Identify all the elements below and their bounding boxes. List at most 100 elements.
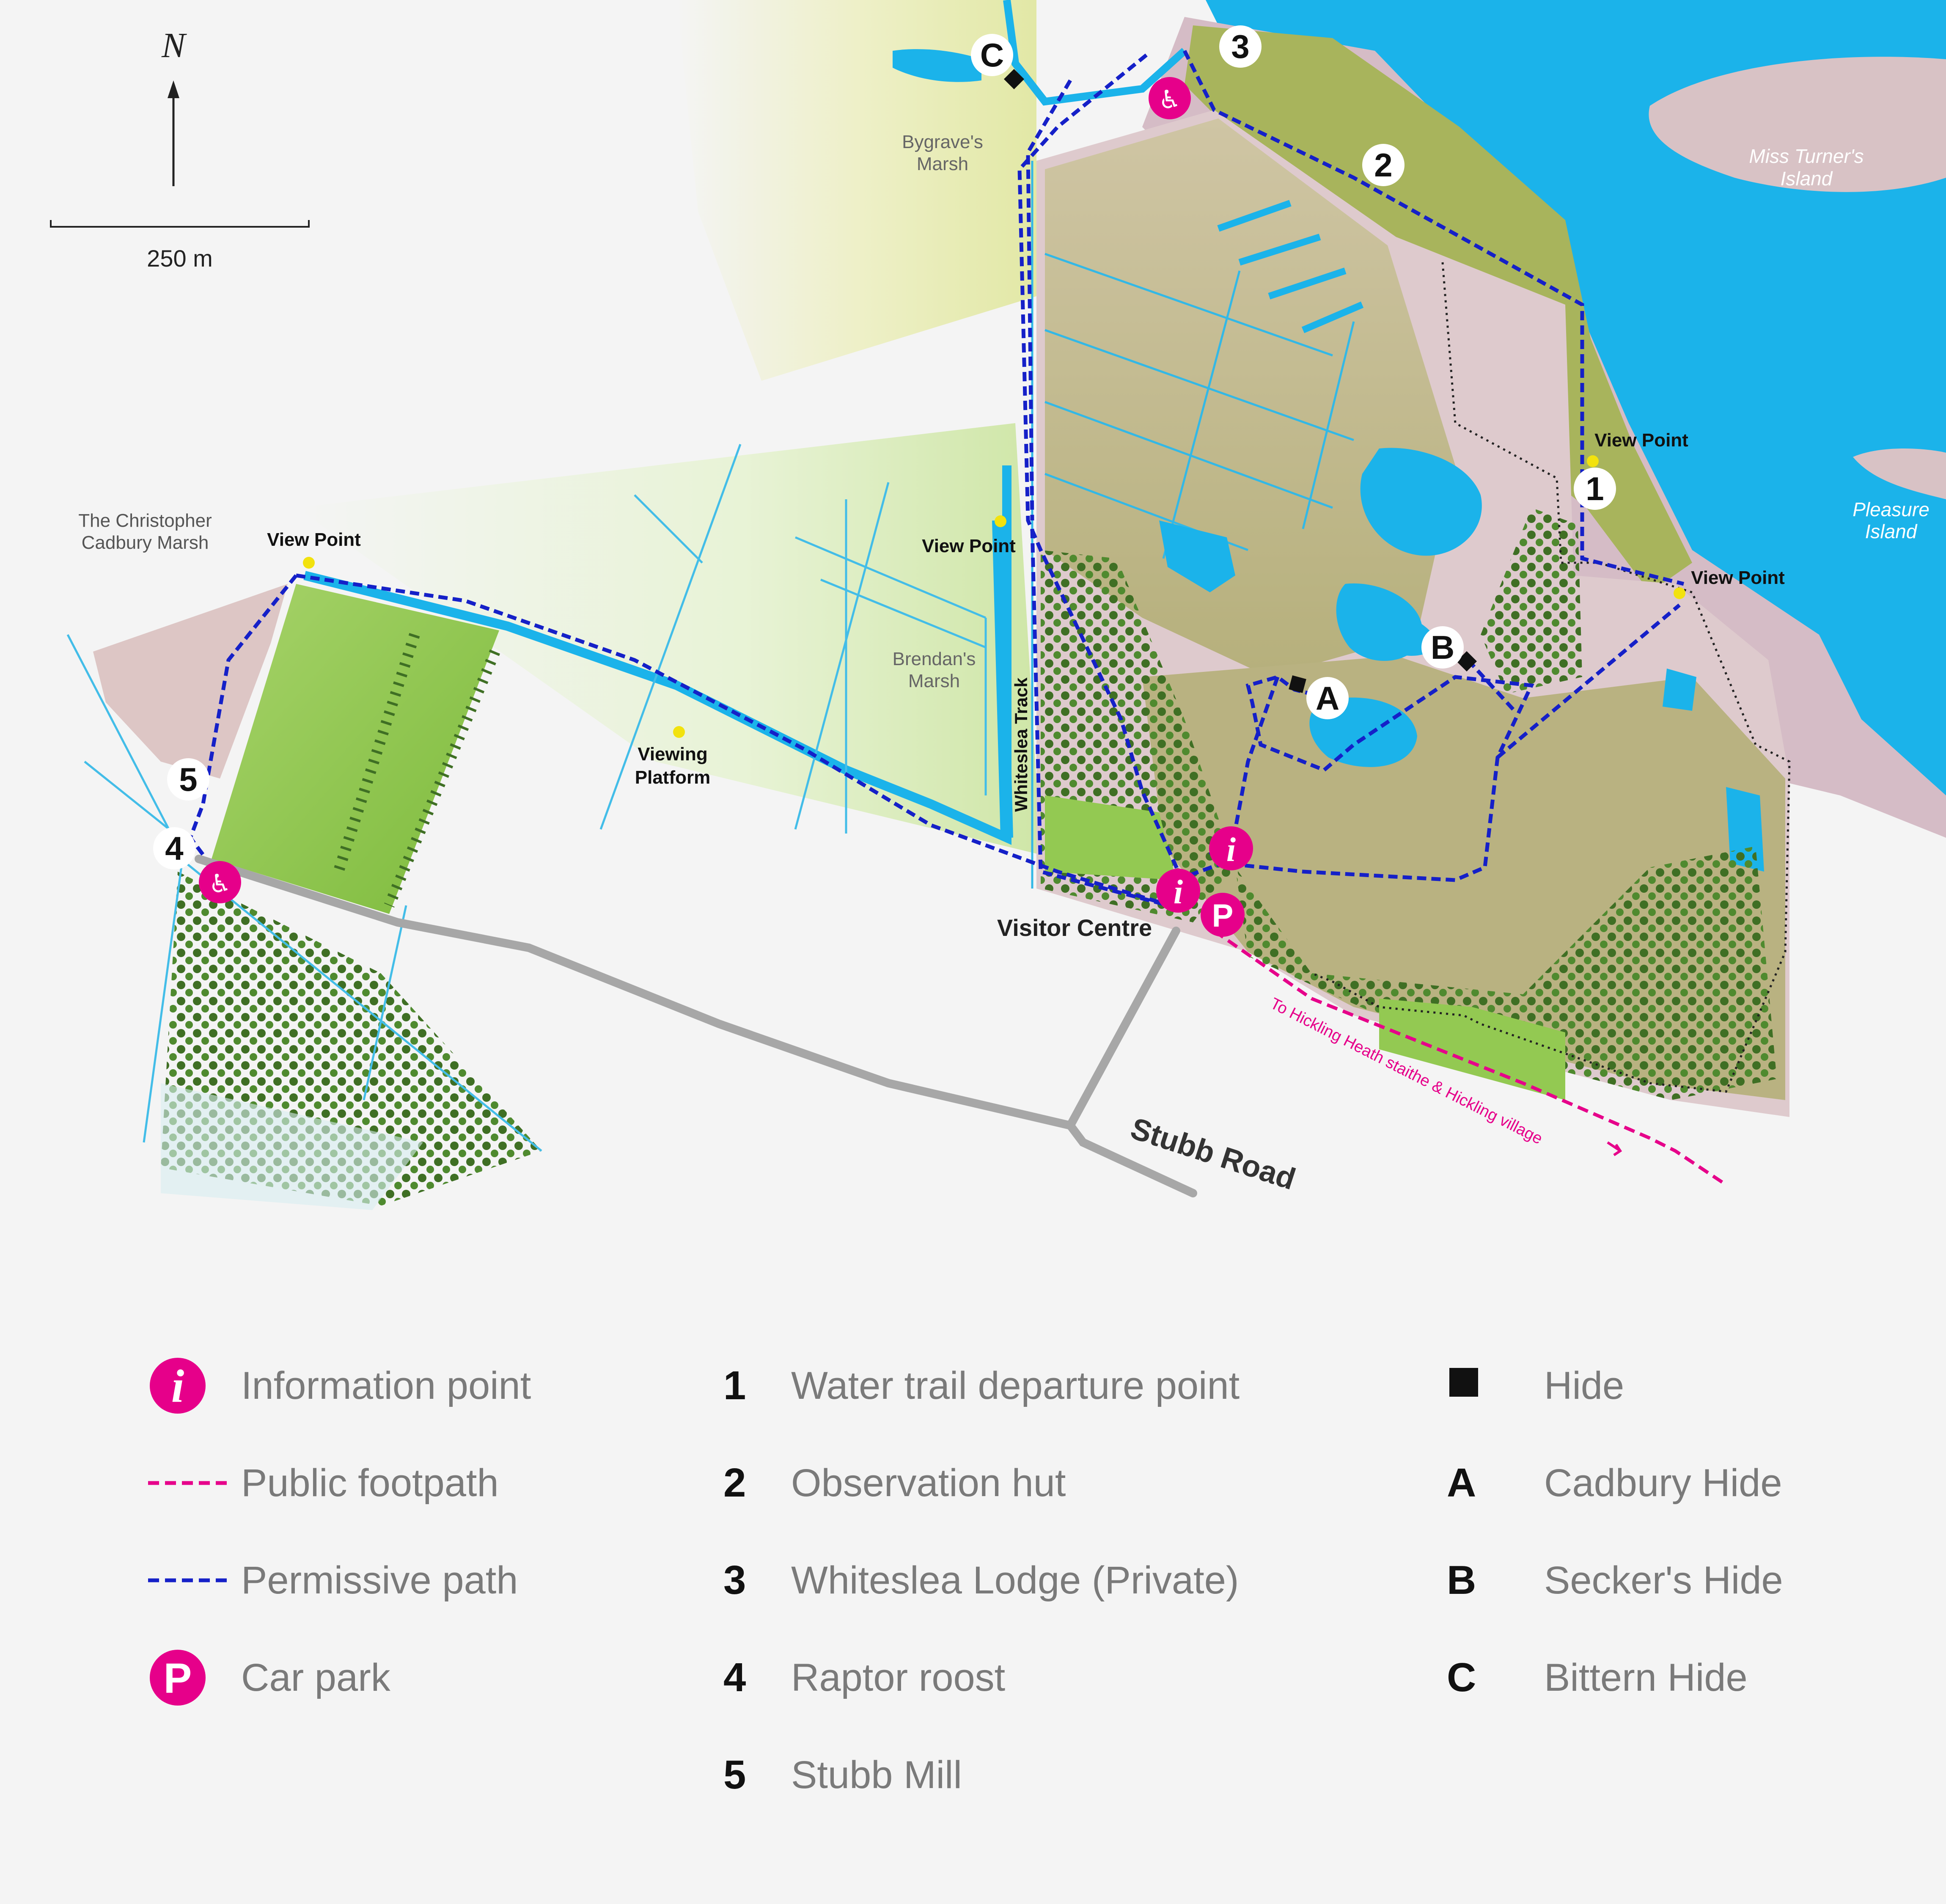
brendans-dykes [599,444,987,834]
legend-item-4: 4 Raptor roost [723,1646,1005,1709]
legend-item-5: 5 Stubb Mill [723,1743,962,1807]
stubb-road-label: Stubb Road [1127,1112,1300,1197]
miss-turners-label-2: Island [1781,168,1833,190]
info-icon: i [1174,874,1183,911]
christopher-marsh-label-1: The Christopher [78,510,212,531]
marker-1[interactable]: 1 [1574,468,1616,510]
hide-marker-c[interactable]: C [971,34,1013,76]
viewing-platform-label-2: Platform [635,767,710,788]
reserve-map: N 250 m Miss Turner's Island Pleasure Is… [50,0,1946,1210]
legend-item-hide-b: B Secker's Hide [1447,1549,1783,1612]
footpath-arrow [1607,1141,1622,1156]
yellow-marsh-bg [677,0,1036,381]
view-point-west-label: View Point [267,529,361,550]
legend-label-hide: Hide [1544,1364,1624,1407]
hide-marker-a[interactable]: A [1306,677,1349,719]
legend-sym-c: C [1447,1655,1476,1700]
info-marker-lower[interactable]: i [1156,869,1200,913]
legend-item-permissive-path: Permissive path [148,1549,518,1612]
legend-item-info: i Information point [148,1354,531,1417]
hide-marker-b[interactable]: B [1421,626,1464,669]
legend-label-2: Observation hut [791,1461,1066,1505]
visitor-centre-label: Visitor Centre [997,914,1152,941]
western-dykes [66,634,542,1152]
bygrave-water [893,49,981,82]
marker-4[interactable]: 4 [153,827,195,869]
marker-3[interactable]: 3 [1219,25,1262,68]
svg-text:2: 2 [1374,146,1392,184]
meadow-visitor [1045,795,1176,880]
wheelchair-marker-west[interactable]: ♿ [199,861,241,903]
car-park-icon: P [1212,898,1234,934]
woodland-south [1235,846,1777,1100]
brendans-marsh-bg [296,423,1041,855]
svg-text:B: B [1431,629,1454,666]
compass: N [161,26,187,186]
christopher-marsh-label-2: Cadbury Marsh [82,532,209,553]
brendans-marsh-label-2: Marsh [908,671,960,691]
viewing-platform-label-1: Viewing [638,744,707,765]
marker-2[interactable]: 2 [1362,144,1405,186]
reserve-boundary-dotted [1311,262,1791,1093]
legend-item-hide-a: A Cadbury Hide [1447,1451,1782,1515]
view-point-middle-label: View Point [922,536,1016,556]
car-park-marker[interactable]: P [1201,893,1245,937]
info-icon: i [150,1358,206,1414]
info-icon: i [1226,831,1236,869]
meadow-south [1379,999,1565,1100]
miss-turners-label-1: Miss Turner's [1749,145,1864,167]
legend-item-1: 1 Water trail departure point [723,1354,1240,1417]
wheelchair-icon: ♿ [1158,85,1181,115]
svg-text:4: 4 [165,830,183,867]
whiteslea-track-label: Whiteslea Track [1011,677,1031,812]
svg-text:C: C [980,36,1004,74]
legend-label-1: Water trail departure point [791,1364,1240,1407]
legend-sym-b: B [1447,1557,1476,1603]
legend-label-public-footpath: Public footpath [241,1461,499,1505]
legend-num-2: 2 [723,1460,746,1505]
svg-text:5: 5 [179,761,197,798]
wheelchair-icon: ♿ [209,869,231,899]
pleasure-island-label-1: Pleasure [1853,498,1930,520]
legend-label-permissive-path: Permissive path [241,1558,518,1602]
legend-item-public-footpath: Public footpath [148,1451,499,1515]
legend-item-2: 2 Observation hut [723,1451,1066,1515]
bygrave-channel [1003,0,1187,106]
north-label: N [161,26,187,65]
numbered-markers: 1 2 3 4 5 A B C [153,25,1616,869]
christopher-hedges [333,633,500,908]
legend-label-info: Information point [241,1364,531,1407]
pleasure-island [1853,448,1946,499]
legend-num-1: 1 [723,1363,746,1408]
map-legend: i Information point Public footpath Perm… [0,1354,1946,1883]
marker-5[interactable]: 5 [167,758,209,801]
brendans-marsh-label-1: Brendan's [893,649,976,669]
view-point-northeast-label: View Point [1594,430,1688,451]
legend-item-hide: Hide [1447,1354,1624,1417]
svg-text:3: 3 [1231,28,1249,65]
legend-label-4: Raptor roost [791,1656,1006,1699]
bygraves-marsh-label-1: Bygrave's [902,132,983,152]
legend-label-hide-a: Cadbury Hide [1544,1461,1782,1505]
wheelchair-marker-north[interactable]: ♿ [1149,77,1191,119]
legend-label-hide-c: Bittern Hide [1544,1656,1748,1699]
north-arrow-icon [168,80,179,98]
whiteslea-channel [992,520,1013,838]
pleasure-island-label-2: Island [1865,520,1918,542]
scale-bar: 250 m [50,220,310,272]
legend-item-car-park: P Car park [148,1646,390,1709]
legend-item-hide-c: C Bittern Hide [1447,1646,1748,1709]
legend-label-3: Whiteslea Lodge (Private) [791,1558,1239,1602]
info-marker-upper[interactable]: i [1209,826,1253,870]
legend-label-car-park: Car park [241,1656,390,1699]
woodland-east [1481,508,1582,694]
stubb-road-line [195,855,1197,1197]
svg-text:A: A [1316,680,1339,717]
legend-item-3: 3 Whiteslea Lodge (Private) [723,1549,1239,1612]
legend-sym-a: A [1447,1460,1476,1505]
public-footpath-line [148,1481,228,1485]
miss-turners-island [1649,57,1946,192]
visitor-access-road [1066,927,1180,1130]
christopher-pink [93,584,288,779]
svg-text:P: P [164,1655,192,1702]
